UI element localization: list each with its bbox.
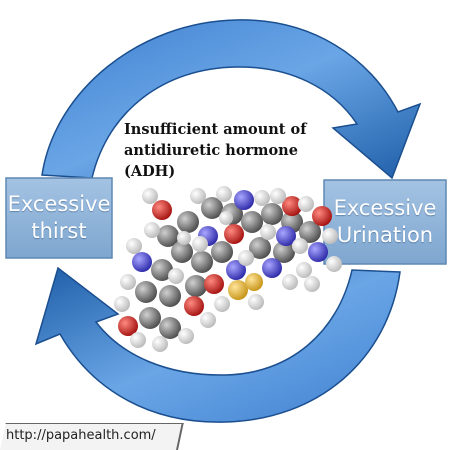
source-url[interactable]: http://papahealth.com/	[6, 428, 156, 443]
bottom-cycle-arrow	[34, 266, 401, 423]
excessive-urination-label: Excessive Urination	[324, 180, 446, 264]
top-cycle-arrow	[41, 19, 422, 180]
center-title: Insufficient amount of antidiuretic horm…	[124, 119, 354, 182]
excessive-thirst-line-2: thirst	[31, 219, 87, 243]
adh-molecule-image	[114, 186, 342, 352]
center-title-line-1: Insufficient amount of	[124, 121, 307, 138]
excessive-urination-box	[323, 179, 447, 265]
center-title-line-2: antidiuretic hormone	[124, 142, 298, 159]
center-title-line-3: (ADH)	[124, 163, 176, 180]
excessive-urination-line-2: Urination	[336, 223, 434, 247]
excessive-thirst-box	[5, 177, 113, 259]
excessive-thirst-label: Excessive thirst	[6, 178, 112, 258]
excessive-thirst-line-1: Excessive	[7, 192, 111, 216]
excessive-urination-line-1: Excessive	[333, 196, 437, 220]
